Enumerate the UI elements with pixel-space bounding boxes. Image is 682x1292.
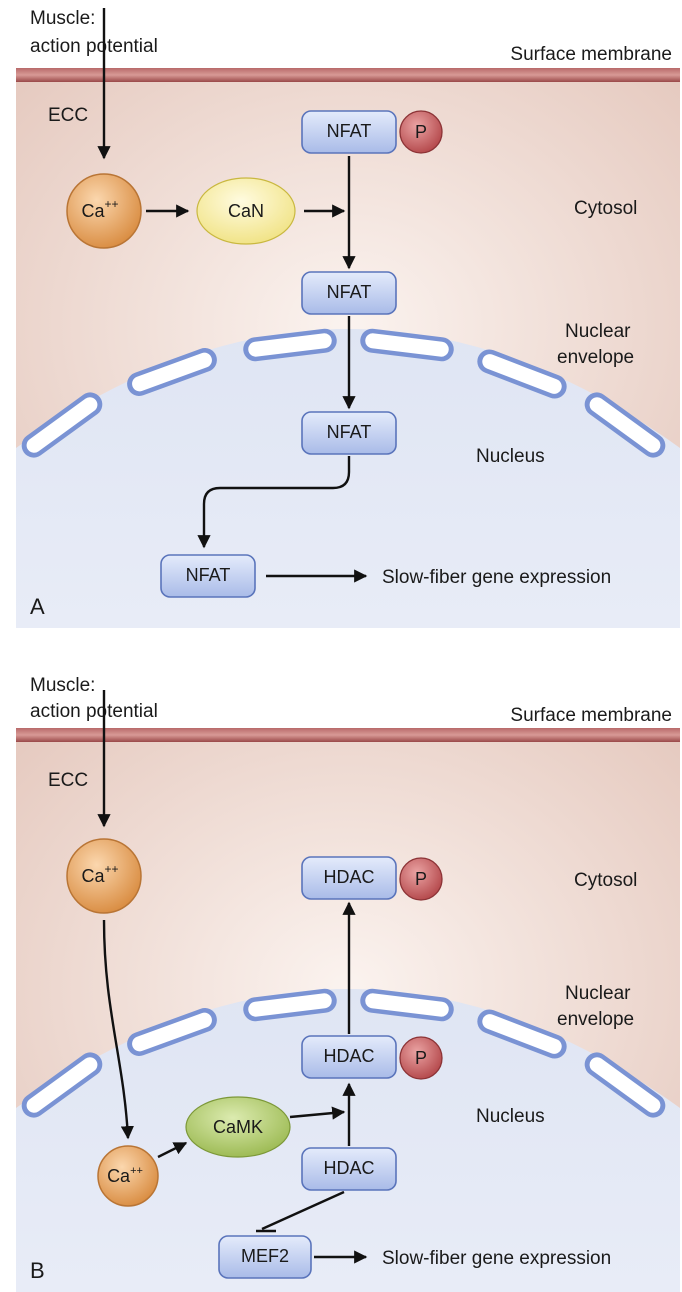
top-label-line-2: action potential: [30, 36, 158, 57]
surface-membrane: [16, 728, 680, 742]
phosphate-label-2: P: [415, 1048, 427, 1068]
top-label-line-1: Muscle:: [30, 8, 95, 29]
nucleus-label: Nucleus: [476, 446, 545, 467]
ca-node-nucleus: Ca++: [97, 1145, 159, 1207]
svg-text:Ca++: Ca++: [81, 197, 118, 221]
panel-b: Muscle: action potential Surface membran…: [16, 675, 680, 1292]
ca-node: Ca++: [66, 173, 142, 249]
top-label-line-2: action potential: [30, 701, 158, 722]
arrow-camk-to-pathway: [289, 1106, 346, 1120]
nuclear-envelope-label-1: Nuclear: [565, 983, 631, 1004]
ca-label: Ca: [81, 201, 105, 221]
phosphate-node-1: P: [399, 110, 443, 154]
mef2-node: MEF2: [218, 1235, 312, 1279]
can-node: CaN: [196, 177, 296, 245]
arrow-ca-to-nuclear-ca: [102, 919, 134, 1140]
nfat-label-2: NFAT: [327, 282, 372, 302]
ca-node-cytosol: Ca++: [66, 838, 142, 914]
nfat-label-1: NFAT: [327, 121, 372, 141]
top-label-line-1: Muscle:: [30, 675, 95, 696]
camk-label: CaMK: [213, 1117, 263, 1137]
phosphate-node-1: P: [399, 857, 443, 901]
phosphate-node-2: P: [399, 1036, 443, 1080]
hdac-label-2: HDAC: [323, 1046, 374, 1066]
phosphate-label-1: P: [415, 869, 427, 889]
svg-text:Ca++: Ca++: [81, 862, 118, 886]
panel-letter: B: [30, 1258, 45, 1283]
cytosol-label: Cytosol: [574, 870, 637, 891]
camk-node: CaMK: [185, 1096, 291, 1158]
ca-label-2: Ca: [107, 1166, 131, 1186]
mef2-label: MEF2: [241, 1246, 289, 1266]
phosphate-label-1: P: [415, 122, 427, 142]
hdac-label-1: HDAC: [323, 867, 374, 887]
ca-superscript-2: ++: [130, 1165, 143, 1177]
ca-superscript-1: ++: [105, 862, 119, 876]
nfat-label-4: NFAT: [186, 565, 231, 585]
arrow-nfat-to-nfat-4: [197, 456, 351, 549]
hdac-node-3: HDAC: [301, 1147, 397, 1191]
membrane-label: Surface membrane: [510, 705, 672, 726]
nuclear-envelope-label-1: Nuclear: [565, 321, 631, 342]
inhibition-hdac-to-mef2: [261, 1190, 345, 1231]
ca-label-1: Ca: [81, 866, 105, 886]
svg-text:Ca++: Ca++: [107, 1165, 143, 1186]
nfat-node-3: NFAT: [301, 411, 397, 455]
panel-letter: A: [30, 594, 45, 619]
ecc-label: ECC: [48, 105, 88, 126]
nucleus-label: Nucleus: [476, 1106, 545, 1127]
panel-a: Muscle: action potential Surface membran…: [16, 8, 680, 628]
hdac-node-2: HDAC: [301, 1035, 397, 1079]
surface-membrane: [16, 68, 680, 82]
nuclear-envelope-label-2: envelope: [557, 347, 634, 368]
hdac-label-3: HDAC: [323, 1158, 374, 1178]
hdac-node-1: HDAC: [301, 856, 397, 900]
nfat-node-2: NFAT: [301, 271, 397, 315]
membrane-label: Surface membrane: [510, 44, 672, 65]
nfat-node-1: NFAT: [301, 110, 397, 154]
nfat-label-3: NFAT: [327, 422, 372, 442]
ecc-label: ECC: [48, 770, 88, 791]
arrow-ca-to-camk: [157, 1141, 188, 1159]
nuclear-envelope-label-2: envelope: [557, 1009, 634, 1030]
cytosol-label: Cytosol: [574, 198, 637, 219]
nfat-node-4: NFAT: [160, 554, 256, 598]
output-label: Slow-fiber gene expression: [382, 567, 611, 588]
output-label: Slow-fiber gene expression: [382, 1248, 611, 1269]
ca-superscript: ++: [105, 197, 119, 211]
can-label: CaN: [228, 201, 264, 221]
